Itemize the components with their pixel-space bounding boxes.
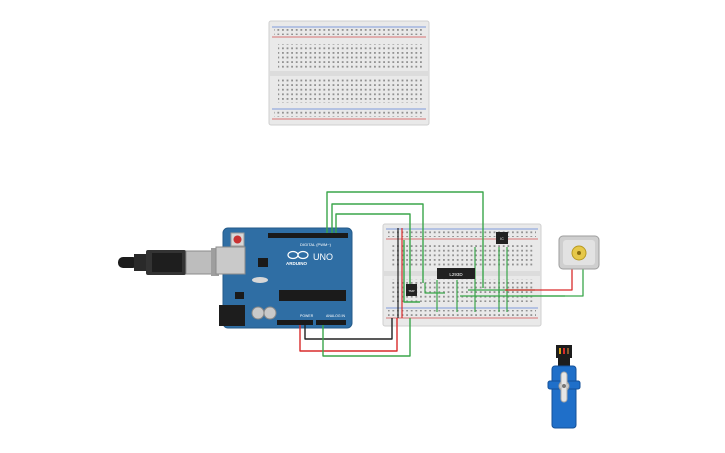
wire-red <box>505 262 573 291</box>
driver-chip-label: L293D <box>449 272 463 277</box>
small-chip-label: IC <box>500 237 504 241</box>
wires <box>299 191 584 357</box>
analog-label: ANALOG IN <box>326 314 346 318</box>
digital-label: DIGITAL (PWM~) <box>300 242 332 247</box>
breadboard-top[interactable] <box>268 20 430 126</box>
transistor[interactable]: TMP <box>406 284 417 296</box>
wire-green <box>424 283 445 294</box>
wire-green <box>403 240 420 303</box>
servo-motor-icon[interactable] <box>547 345 581 429</box>
usb-cable-icon[interactable] <box>118 248 219 276</box>
wire-green <box>335 213 411 290</box>
arduino-logo <box>287 250 309 260</box>
driver-chip[interactable]: L293D <box>437 268 475 279</box>
wire-black <box>304 318 393 340</box>
transistor-label: TMP <box>408 289 414 293</box>
wire-green <box>520 268 584 297</box>
power-label: POWER <box>300 314 314 318</box>
wire-green <box>331 203 424 283</box>
small-chip[interactable]: IC <box>496 232 508 244</box>
wire-red <box>299 318 398 352</box>
dc-motor-icon[interactable] <box>558 235 600 270</box>
arduino-brand: ARDUINO <box>286 261 307 266</box>
arduino-model: UNO <box>313 252 333 262</box>
wire-green <box>322 318 411 357</box>
wire-green <box>326 191 484 288</box>
arduino-uno-board[interactable]: DIGITAL (PWM~) ARDUINO UNO POWER ANALOG … <box>215 227 353 329</box>
